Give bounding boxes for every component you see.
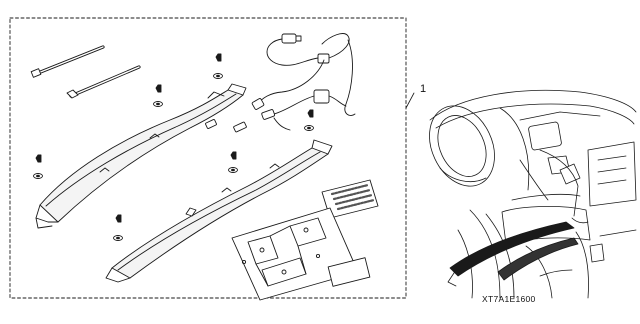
callout-number: 1 [420, 83, 427, 95]
part-code-label: XT7A1E1600 [482, 294, 536, 304]
kit-border [9, 17, 407, 299]
vehicle-interior-view [429, 89, 637, 299]
small-grid-label [321, 179, 379, 219]
wiring-harness [251, 33, 356, 131]
left-rail [35, 83, 247, 229]
right-rail [105, 139, 333, 283]
cable-ties [30, 45, 141, 99]
screws-and-washers [33, 53, 314, 241]
adhesive-pad [327, 257, 371, 287]
callout-leader [405, 92, 415, 109]
mounting-template [231, 207, 359, 301]
